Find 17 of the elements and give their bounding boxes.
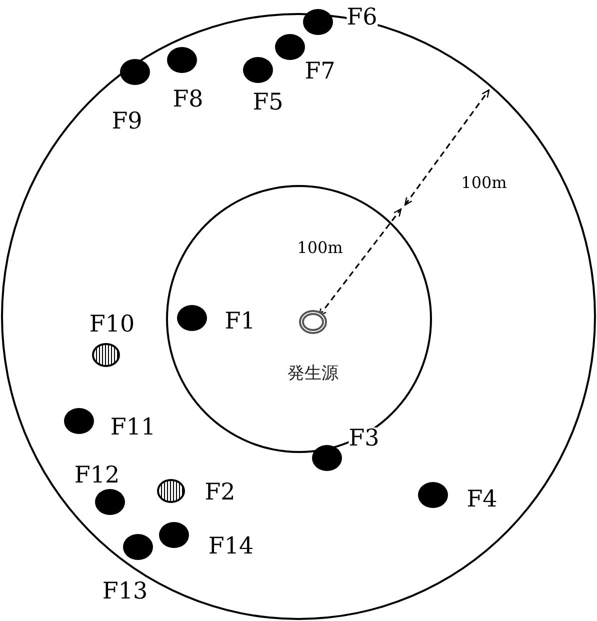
- filled-dot: [418, 482, 448, 508]
- filled-dot: [243, 57, 273, 83]
- filled-dot: [303, 9, 333, 35]
- filled-dot: [177, 305, 207, 331]
- dimension-label: 100m: [297, 240, 343, 256]
- filled-dot: [64, 408, 94, 434]
- point-label: F6: [346, 6, 378, 30]
- source-label: 発生源: [288, 366, 338, 382]
- filled-dot: [95, 489, 125, 515]
- striped-dot: [92, 343, 120, 367]
- filled-dot: [167, 47, 197, 73]
- filled-dot: [275, 34, 305, 60]
- filled-dot: [159, 522, 189, 548]
- striped-dot: [157, 479, 185, 503]
- dimension-label: 100m: [461, 175, 507, 191]
- filled-dot: [312, 445, 342, 471]
- source-ring: [299, 310, 327, 334]
